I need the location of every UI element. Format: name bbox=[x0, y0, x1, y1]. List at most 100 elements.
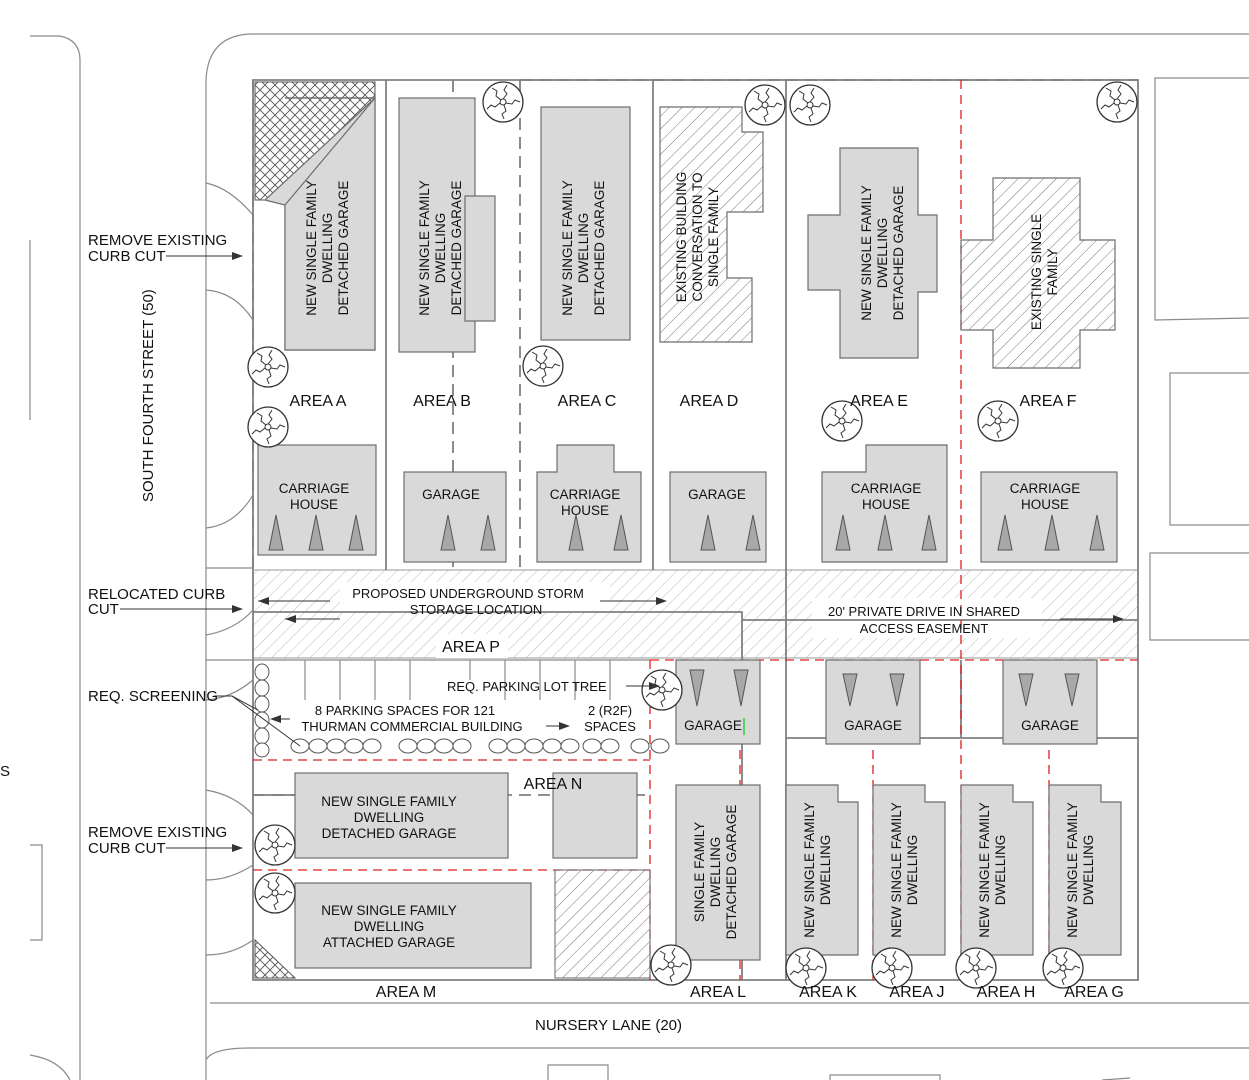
house-n-line-3: DETACHED GARAGE bbox=[322, 826, 457, 841]
tree-icon bbox=[785, 947, 827, 989]
house-a-line-3: DETACHED GARAGE bbox=[336, 181, 351, 316]
house-k-line-2: DWELLING bbox=[818, 835, 833, 906]
callout-r2f-2: SPACES bbox=[584, 719, 636, 734]
house-d-line-1: EXISTING BUILDING bbox=[674, 172, 689, 303]
callout-leaders bbox=[120, 252, 1124, 852]
garage-jk-label: GARAGE bbox=[844, 718, 902, 733]
area-label-d: AREA D bbox=[680, 393, 739, 410]
house-m-line-3: ATTACHED GARAGE bbox=[323, 935, 455, 950]
house-f-line-1: EXISTING SINGLE bbox=[1029, 214, 1044, 330]
house-m-line-2: DWELLING bbox=[354, 919, 425, 934]
house-a-line-2: DWELLING bbox=[320, 213, 335, 284]
tree-icon bbox=[1096, 81, 1138, 123]
house-f-line-2: FAMILY bbox=[1045, 248, 1060, 295]
house-j-line-2: DWELLING bbox=[905, 835, 920, 906]
area-label-j: AREA J bbox=[889, 984, 944, 1001]
garage-d-label: GARAGE bbox=[688, 487, 746, 502]
house-m-line-1: NEW SINGLE FAMILY bbox=[321, 903, 457, 918]
tree-icon bbox=[247, 406, 289, 448]
tree-icon bbox=[482, 81, 524, 123]
carriage-house-a-line-1: CARRIAGE bbox=[279, 481, 350, 496]
callout-storm-2: STORAGE LOCATION bbox=[410, 602, 542, 617]
house-k bbox=[785, 784, 859, 956]
area-labels: AREA A AREA B AREA C AREA D AREA E AREA … bbox=[290, 393, 1124, 1001]
area-label-c: AREA C bbox=[558, 393, 617, 410]
area-label-g: AREA G bbox=[1064, 984, 1124, 1001]
tree-icon bbox=[254, 872, 296, 914]
tree-icon bbox=[650, 944, 692, 986]
house-b-line-1: NEW SINGLE FAMILY bbox=[417, 180, 432, 316]
garage-n bbox=[552, 772, 638, 859]
garage-gh bbox=[1002, 659, 1098, 745]
tree-icon bbox=[744, 84, 786, 126]
parking-stall-lines bbox=[253, 659, 650, 700]
carriage-house-f-line-2: HOUSE bbox=[1021, 497, 1069, 512]
house-j bbox=[872, 784, 946, 956]
house-d bbox=[659, 106, 764, 343]
callout-storm-1: PROPOSED UNDERGROUND STORM bbox=[352, 586, 584, 601]
house-g-line-2: DWELLING bbox=[1081, 835, 1096, 906]
carriage-house-e bbox=[821, 444, 948, 563]
house-e bbox=[807, 147, 938, 359]
callout-remove-curb-bottom-1: REMOVE EXISTING bbox=[88, 824, 227, 841]
tree-icon bbox=[871, 947, 913, 989]
callout-parking-spaces-1: 8 PARKING SPACES FOR 121 bbox=[315, 703, 495, 718]
house-f bbox=[960, 177, 1116, 369]
street-label-nursery-lane: NURSERY LANE (20) bbox=[535, 1017, 682, 1034]
area-label-b: AREA B bbox=[413, 393, 471, 410]
house-e-line-2: DWELLING bbox=[875, 218, 890, 289]
carriage-house-e-line-2: HOUSE bbox=[862, 497, 910, 512]
house-e-line-1: NEW SINGLE FAMILY bbox=[859, 185, 874, 321]
garage-gh-label: GARAGE bbox=[1021, 718, 1079, 733]
tree-icon bbox=[254, 824, 296, 866]
house-a-line-1: NEW SINGLE FAMILY bbox=[304, 180, 319, 316]
house-k-line-1: NEW SINGLE FAMILY bbox=[802, 802, 817, 938]
street-curbs bbox=[29, 33, 1249, 1080]
callout-relocated-curb-1: RELOCATED CURB bbox=[88, 586, 225, 603]
carriage-house-c-line-1: CARRIAGE bbox=[550, 487, 621, 502]
street-label-south-fourth: SOUTH FOURTH STREET (50) bbox=[140, 289, 157, 502]
house-b-line-3: DETACHED GARAGE bbox=[449, 181, 464, 316]
tree-icon bbox=[977, 400, 1019, 442]
house-b bbox=[398, 97, 476, 353]
callout-parking-tree: REQ. PARKING LOT TREE bbox=[447, 679, 607, 694]
carriage-house-c-line-2: HOUSE bbox=[561, 503, 609, 518]
tree-icon bbox=[955, 947, 997, 989]
crosshatch-area-m bbox=[254, 938, 297, 979]
house-n-line-1: NEW SINGLE FAMILY bbox=[321, 794, 457, 809]
house-c-line-1: NEW SINGLE FAMILY bbox=[560, 180, 575, 316]
callout-remove-curb-top-1: REMOVE EXISTING bbox=[88, 232, 227, 249]
house-l-line-3: DETACHED GARAGE bbox=[724, 805, 739, 940]
house-m bbox=[294, 882, 532, 969]
house-c bbox=[540, 106, 631, 341]
callout-req-screening: REQ. SCREENING bbox=[88, 688, 218, 705]
garage-l-label: GARAGE bbox=[684, 718, 742, 733]
carriage-house-e-line-1: CARRIAGE bbox=[851, 481, 922, 496]
house-h-line-2: DWELLING bbox=[993, 835, 1008, 906]
garage-b-label: GARAGE bbox=[422, 487, 480, 502]
parking-markers bbox=[268, 514, 1105, 551]
area-label-e: AREA E bbox=[850, 393, 908, 410]
callout-r2f-1: 2 (R2F) bbox=[588, 703, 632, 718]
carriage-house-c bbox=[536, 444, 642, 563]
house-d-line-2: CONVERSATION TO bbox=[690, 172, 705, 301]
callout-remove-curb-top-2: CURB CUT bbox=[88, 248, 166, 265]
house-j-line-1: NEW SINGLE FAMILY bbox=[889, 802, 904, 938]
tree-icon bbox=[641, 669, 683, 711]
area-label-n: AREA N bbox=[524, 776, 583, 793]
house-d-line-3: SINGLE FAMILY bbox=[706, 187, 721, 287]
carriage-house-a-line-2: HOUSE bbox=[290, 497, 338, 512]
house-n-line-2: DWELLING bbox=[354, 810, 425, 825]
area-label-p: AREA P bbox=[442, 639, 500, 656]
area-label-l: AREA L bbox=[690, 984, 746, 1001]
area-label-h: AREA H bbox=[977, 984, 1036, 1001]
callout-parking-spaces-2: THURMAN COMMERCIAL BUILDING bbox=[301, 719, 522, 734]
tree-icon bbox=[522, 345, 564, 387]
house-c-line-2: DWELLING bbox=[576, 213, 591, 284]
edge-letter: S bbox=[0, 763, 10, 780]
area-label-f: AREA F bbox=[1020, 393, 1077, 410]
carriage-house-f-line-1: CARRIAGE bbox=[1010, 481, 1081, 496]
house-l bbox=[675, 784, 761, 961]
house-l-line-2: DWELLING bbox=[708, 837, 723, 908]
